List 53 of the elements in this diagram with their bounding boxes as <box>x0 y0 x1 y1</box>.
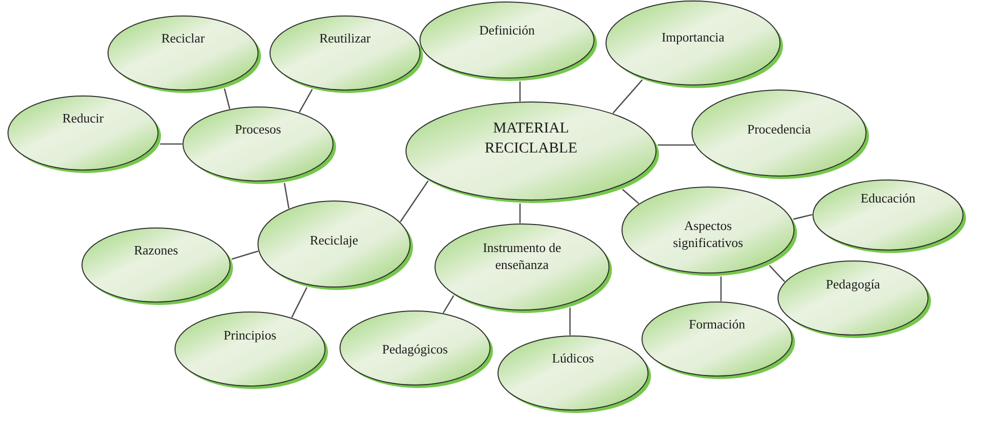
topic-ellipse <box>777 260 933 340</box>
central-topic-label: MATERIAL RECICLABLE <box>484 120 578 158</box>
connector-line <box>442 295 454 314</box>
connector-line <box>232 250 258 260</box>
connector-line <box>720 276 722 302</box>
topic-label: Lúdicos <box>552 350 594 368</box>
topic-label: Procedencia <box>747 122 811 138</box>
topic-label: Pedagogía <box>826 276 880 294</box>
topic-ellipse <box>497 335 653 415</box>
topic-label: Reducir <box>62 110 104 128</box>
topic-label: Importancia <box>662 30 724 46</box>
connector-line <box>160 143 182 145</box>
topic-ellipse <box>107 15 263 95</box>
topic-ellipse <box>434 223 614 315</box>
topic-label: Razones <box>134 242 178 260</box>
connector-line <box>768 264 786 282</box>
topic-ellipse <box>419 1 599 83</box>
central-topic-ellipse <box>405 101 661 205</box>
connector-line <box>224 88 230 110</box>
topic-ellipse <box>812 179 968 255</box>
topic-ellipse <box>691 89 871 181</box>
connector-line <box>658 144 695 146</box>
topic-ellipse <box>174 311 330 391</box>
connector-line <box>612 79 643 114</box>
topic-label: Aspectos significativos <box>672 218 744 252</box>
topic-ellipse <box>7 95 163 175</box>
topic-label: Definición <box>479 22 535 40</box>
topic-ellipse <box>182 106 338 186</box>
connector-line <box>400 180 429 222</box>
topic-label: Reciclar <box>161 30 205 48</box>
connector-line <box>284 182 290 209</box>
topic-ellipse <box>81 227 235 307</box>
topic-label: Pedagógicos <box>382 342 448 358</box>
topic-ellipse <box>339 310 495 390</box>
topic-label: Reutilizar <box>319 30 371 48</box>
connector-line <box>291 287 308 318</box>
topic-ellipse <box>269 15 425 95</box>
topic-label: Formación <box>688 316 746 334</box>
topic-label: Principios <box>224 328 276 344</box>
connector-line <box>298 89 313 113</box>
connector-line <box>519 204 521 224</box>
connector-line <box>519 82 521 102</box>
connector-line <box>569 308 571 336</box>
connector-line <box>622 188 640 204</box>
topic-ellipse <box>621 186 799 278</box>
topic-label: Instrumento de enseñanza <box>482 240 562 274</box>
topic-label: Educación <box>860 190 916 208</box>
topic-label: Reciclaje <box>310 232 358 250</box>
topic-ellipse <box>641 301 797 381</box>
topic-label: Procesos <box>234 122 282 138</box>
topic-ellipse <box>257 200 415 292</box>
topic-ellipse <box>605 0 785 90</box>
connector-line <box>793 214 812 220</box>
